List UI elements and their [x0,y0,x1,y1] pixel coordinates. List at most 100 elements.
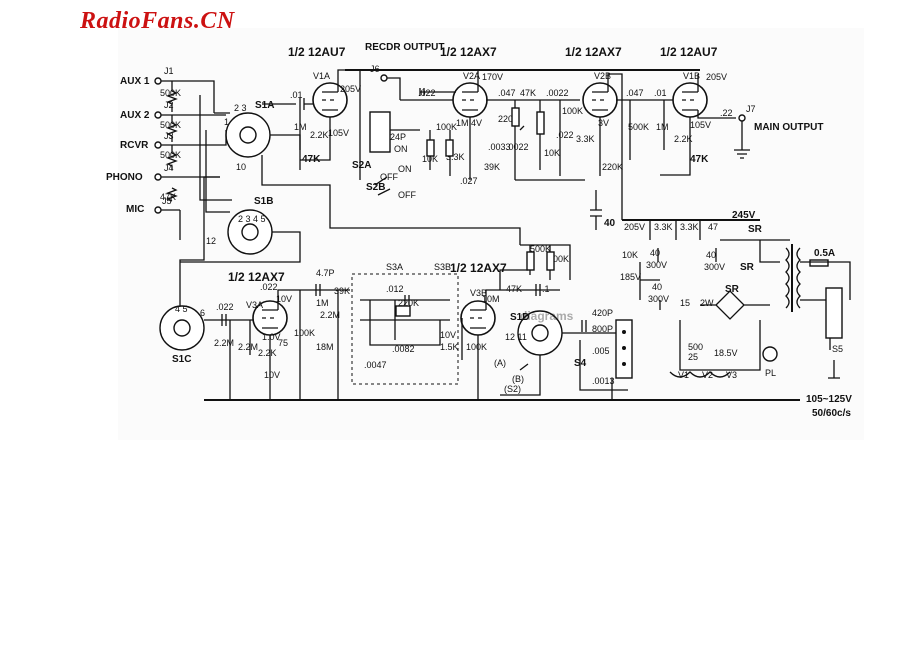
res-25: 25 [688,352,698,362]
cap-0013: .0013 [592,376,615,386]
res-47k-d: 47K [506,284,522,294]
res-500: 500 [688,342,703,352]
cap-022c: .022 [260,282,278,292]
res-47k-c: 47K [690,154,709,165]
jack-j7 [738,114,746,122]
volt-105-a: 105V [328,128,349,138]
input-section: AUX 1 AUX 2 RCVR PHONO MIC J1 J2 J3 J4 J… [106,66,220,240]
volt-1-0: 1.0V [262,332,281,342]
switch-s4-section: 420P 800P .005 .0013 S4 (A) (B) (S2) [494,308,633,396]
input-attenuators [166,81,178,170]
tube-v2a-plate: 170V [482,72,503,82]
tube-v1a-elements [322,91,338,111]
jack-j1-label: J1 [164,66,174,76]
res-500k: 500K [628,122,649,132]
cap-047a: .047 [498,88,516,98]
heater-string [669,320,761,378]
input-phono-label: PHONO [106,172,143,183]
faint-watermark: diagrams [520,309,574,323]
v2b-wiring [599,73,650,220]
switch-s1c-pos6: 6 [200,308,205,318]
res-10k-a-body [426,139,435,157]
switch-s3b-label: S3B [434,262,451,272]
tube-v3b-ref: V3B [470,288,487,298]
tube-v2a-type: 1/2 12AX7 [440,45,497,59]
tube-v1a-ref: V1A [313,71,330,81]
res-100k-c: 100K [294,328,315,338]
tube-v1b-elements [682,91,698,111]
res-2-2m-b: 2.2M [214,338,234,348]
res-100k-b: 100K [562,106,583,116]
switch-s2a-label: S2A [352,160,371,171]
cap-022a: .022 [418,88,436,98]
rectifier-sr-b: SR [740,262,755,273]
cap-22: .22 [720,108,733,118]
res-220k: 220K [602,162,623,172]
switch-s1d-pos: 12 11 [505,332,527,342]
res-1m-c: 1M [316,298,329,308]
tube-v3b-type: 1/2 12AX7 [450,261,507,275]
cap-005: .005 [592,346,610,356]
tube-v1b-ref: V1B [683,71,700,81]
switch-s1a-label: S1A [255,100,274,111]
jack-j5-label: J5 [162,196,172,206]
power-transformer [785,247,801,309]
switch-s2b-label: S2B [366,182,385,193]
main-output-ground [734,121,750,159]
tone-pot-a [511,107,520,127]
res-3-3k-a: 3.3K [446,152,465,162]
res-2-2k-c: 2.2K [258,348,277,358]
cap-40b: 40 [706,250,716,260]
cap-300v-a: 300V [646,260,667,270]
switch-s2b-off-a: OFF [380,172,398,182]
switch-pos-a: (A) [494,358,506,368]
input-mic-label: MIC [126,204,144,215]
switch-pos-b: (B) [512,374,524,384]
input-aux1-label: AUX 1 [120,76,150,87]
bottom-tube-labels: 1/2 12AX7 1/2 12AX7 [228,261,507,284]
main-output-section: J7 MAIN OUTPUT [734,104,823,159]
tube-v1b-plate: 205V [706,72,727,82]
cap-300v-b: 300V [704,262,725,272]
volt-245: 245V [732,210,756,221]
tube-v3b-elements [470,309,486,329]
res-3-3k-a-body [445,139,454,157]
tube-v2a-elements [462,91,478,111]
ps-filter-wiring [639,220,790,310]
volt-205: 205V [624,222,645,232]
input-rcvr-label: RCVR [120,140,149,151]
ground-returns [229,345,613,400]
res-3-3k-b: 3.3K [576,134,595,144]
switch-s1a-rotor [239,126,257,144]
res-2w: 2W [700,298,714,308]
res-39k: 39K [484,162,500,172]
switch-s1b-pos: 2 3 4 5 [238,214,266,224]
switch-pos-s2: (S2) [504,384,521,394]
jack-j3-label: J3 [164,131,174,141]
cap-800p: 800P [592,324,613,334]
tube-v1b-type: 1/2 12AU7 [660,45,718,59]
res-100k-d: 100K [466,342,487,352]
cap-027: .027 [460,176,478,186]
cap-40a: 40 [650,248,660,258]
jack-j2 [154,111,162,119]
res-2-2k-a: 2.2K [310,130,329,140]
pilot-lamp [762,346,778,362]
v1b-wiring [650,74,736,176]
cap-1: .1 [542,284,550,294]
tube-v2b-elements [592,91,608,111]
res-100k-a: 100K [436,122,457,132]
switch-s2a-on: ON [394,144,408,154]
mains-voltage: 105~125V [806,394,852,405]
res-10m: 10M [482,294,500,304]
res-75: 75 [278,338,288,348]
switch-s5-label: S5 [832,344,843,354]
res-2-2m: 2.2M [320,310,340,320]
res-18m: 18M [316,342,334,352]
fuse [809,259,829,267]
fuse-label: 0.5A [814,248,835,259]
cap-4-7p: 4.7P [316,268,335,278]
jack-j6 [380,74,388,82]
cap-40c: 40 [652,282,662,292]
